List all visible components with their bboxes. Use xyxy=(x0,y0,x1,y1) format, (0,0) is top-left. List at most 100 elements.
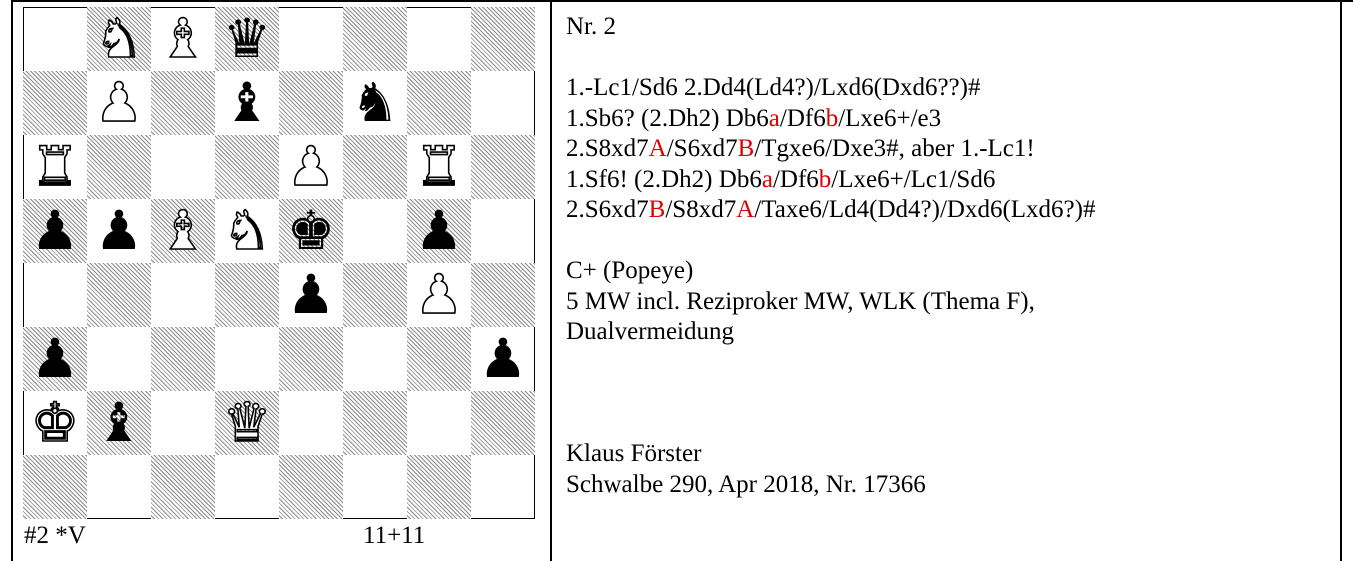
square-a4 xyxy=(23,263,87,327)
square-a8 xyxy=(23,7,87,71)
square-a3 xyxy=(23,327,87,391)
text-segment: /Df6 xyxy=(779,104,826,132)
square-a5 xyxy=(23,199,87,263)
black-pawn-icon: ♟ xyxy=(30,327,80,390)
square-h7 xyxy=(471,71,535,135)
square-a7 xyxy=(23,71,87,135)
square-h1 xyxy=(471,455,535,519)
text-line: 2.S6xd7B/S8xd7A/Taxe6/Ld4(Dd4?)/Dxd6(Lxd… xyxy=(566,195,1095,226)
white-knight-icon: ♞ xyxy=(94,6,144,71)
text-segment: Nr. 2 xyxy=(566,13,616,40)
square-c2 xyxy=(151,391,215,455)
text-segment: 2.S8xd7 xyxy=(566,135,649,162)
text-segment: 2.S6xd7 xyxy=(566,196,649,223)
square-g5 xyxy=(407,199,471,263)
text-line: Dualvermeidung xyxy=(566,317,1095,348)
white-knight-icon: ♞ xyxy=(222,198,272,263)
theme-marker: a xyxy=(761,165,773,193)
text-line: Schwalbe 290, Apr 2018, Nr. 17366 xyxy=(566,470,1095,501)
square-b1 xyxy=(87,455,151,519)
square-f8 xyxy=(343,7,407,71)
text-segment: /Tgxe6/Dxe3#, aber 1.-Lc1! xyxy=(754,135,1035,162)
square-f3 xyxy=(343,327,407,391)
square-c6 xyxy=(151,135,215,199)
text-segment: Dualvermeidung xyxy=(566,318,735,345)
theme-marker: a xyxy=(768,104,780,132)
chess-board: ♞♝♛♟♝♞♜♟♜♟♟♝♞♚♟♟♟♟♟♚♝♛ xyxy=(23,6,535,519)
black-pawn-icon: ♟ xyxy=(286,263,336,326)
solution-text: Nr. 2 1.-Lc1/Sd6 2.Dd4(Ld4?)/Lxd6(Dxd6??)… xyxy=(566,12,1095,500)
black-pawn-icon: ♟ xyxy=(414,199,464,262)
theme-marker: B xyxy=(737,135,755,162)
piece-count-caption: 11+11 xyxy=(363,522,426,549)
table-column-divider xyxy=(550,0,552,561)
text-line: 2.S8xd7A/S6xd7B/Tgxe6/Dxe3#, aber 1.-Lc1… xyxy=(566,134,1095,165)
black-pawn-icon: ♟ xyxy=(94,199,144,262)
text-segment: /S6xd7 xyxy=(666,135,738,162)
text-segment: 1.Sf6! (2.Dh2) Db6 xyxy=(566,165,762,193)
square-b2 xyxy=(87,391,151,455)
square-e1 xyxy=(279,455,343,519)
white-pawn-icon: ♟ xyxy=(414,262,464,327)
square-b3 xyxy=(87,327,151,391)
white-bishop-icon: ♝ xyxy=(158,198,208,263)
square-h6 xyxy=(471,135,535,199)
text-line: Klaus Förster xyxy=(566,439,1095,470)
text-segment: /Df6 xyxy=(772,165,819,193)
square-d6 xyxy=(215,135,279,199)
white-rook-icon: ♜ xyxy=(30,134,80,199)
square-g7 xyxy=(407,71,471,135)
black-knight-icon: ♞ xyxy=(350,71,400,134)
square-d8 xyxy=(215,7,279,71)
text-line xyxy=(566,348,1095,379)
black-pawn-icon: ♟ xyxy=(30,199,80,262)
square-f5 xyxy=(343,199,407,263)
square-d2 xyxy=(215,391,279,455)
stipulation-caption: #2 *V xyxy=(24,522,86,549)
text-line xyxy=(566,226,1095,257)
square-d4 xyxy=(215,263,279,327)
square-h5 xyxy=(471,199,535,263)
table-top-border xyxy=(11,0,1353,2)
black-queen-icon: ♛ xyxy=(222,7,272,70)
theme-marker: b xyxy=(818,165,832,193)
square-a1 xyxy=(23,455,87,519)
theme-marker: A xyxy=(736,196,755,223)
square-d3 xyxy=(215,327,279,391)
text-segment: 5 MW incl. Reziproker MW, WLK (Thema F), xyxy=(566,287,1035,315)
text-segment: 1.Sb6? (2.Dh2) Db6 xyxy=(566,104,769,132)
square-h4 xyxy=(471,263,535,327)
text-line: 1.-Lc1/Sd6 2.Dd4(Ld4?)/Lxd6(Dxd6??)# xyxy=(566,73,1095,104)
square-e5 xyxy=(279,199,343,263)
text-line xyxy=(566,43,1095,74)
square-c5 xyxy=(151,199,215,263)
black-bishop-icon: ♝ xyxy=(222,71,272,134)
white-rook-icon: ♜ xyxy=(414,134,464,199)
table-right-border xyxy=(1340,0,1342,561)
text-segment: Klaus Förster xyxy=(566,440,702,467)
text-line: 1.Sf6! (2.Dh2) Db6a/Df6b/Lxe6+/Lc1/Sd6 xyxy=(566,165,1095,196)
square-c1 xyxy=(151,455,215,519)
text-line: 5 MW incl. Reziproker MW, WLK (Thema F), xyxy=(566,287,1095,318)
text-segment: /Lxe6+/e3 xyxy=(838,104,942,132)
square-g1 xyxy=(407,455,471,519)
square-f1 xyxy=(343,455,407,519)
square-e7 xyxy=(279,71,343,135)
square-g8 xyxy=(407,7,471,71)
square-e8 xyxy=(279,7,343,71)
square-c3 xyxy=(151,327,215,391)
square-c4 xyxy=(151,263,215,327)
text-line: C+ (Popeye) xyxy=(566,256,1095,287)
square-d1 xyxy=(215,455,279,519)
theme-marker: A xyxy=(648,135,667,162)
text-segment: /Lxe6+/Lc1/Sd6 xyxy=(831,165,996,193)
text-segment: Schwalbe 290, Apr 2018, Nr. 17366 xyxy=(566,470,926,498)
black-pawn-icon: ♟ xyxy=(478,327,528,390)
text-line: Nr. 2 xyxy=(566,12,1095,43)
white-pawn-icon: ♟ xyxy=(286,134,336,199)
theme-marker: b xyxy=(825,104,839,132)
square-c7 xyxy=(151,71,215,135)
white-queen-icon: ♛ xyxy=(222,390,272,455)
square-f4 xyxy=(343,263,407,327)
